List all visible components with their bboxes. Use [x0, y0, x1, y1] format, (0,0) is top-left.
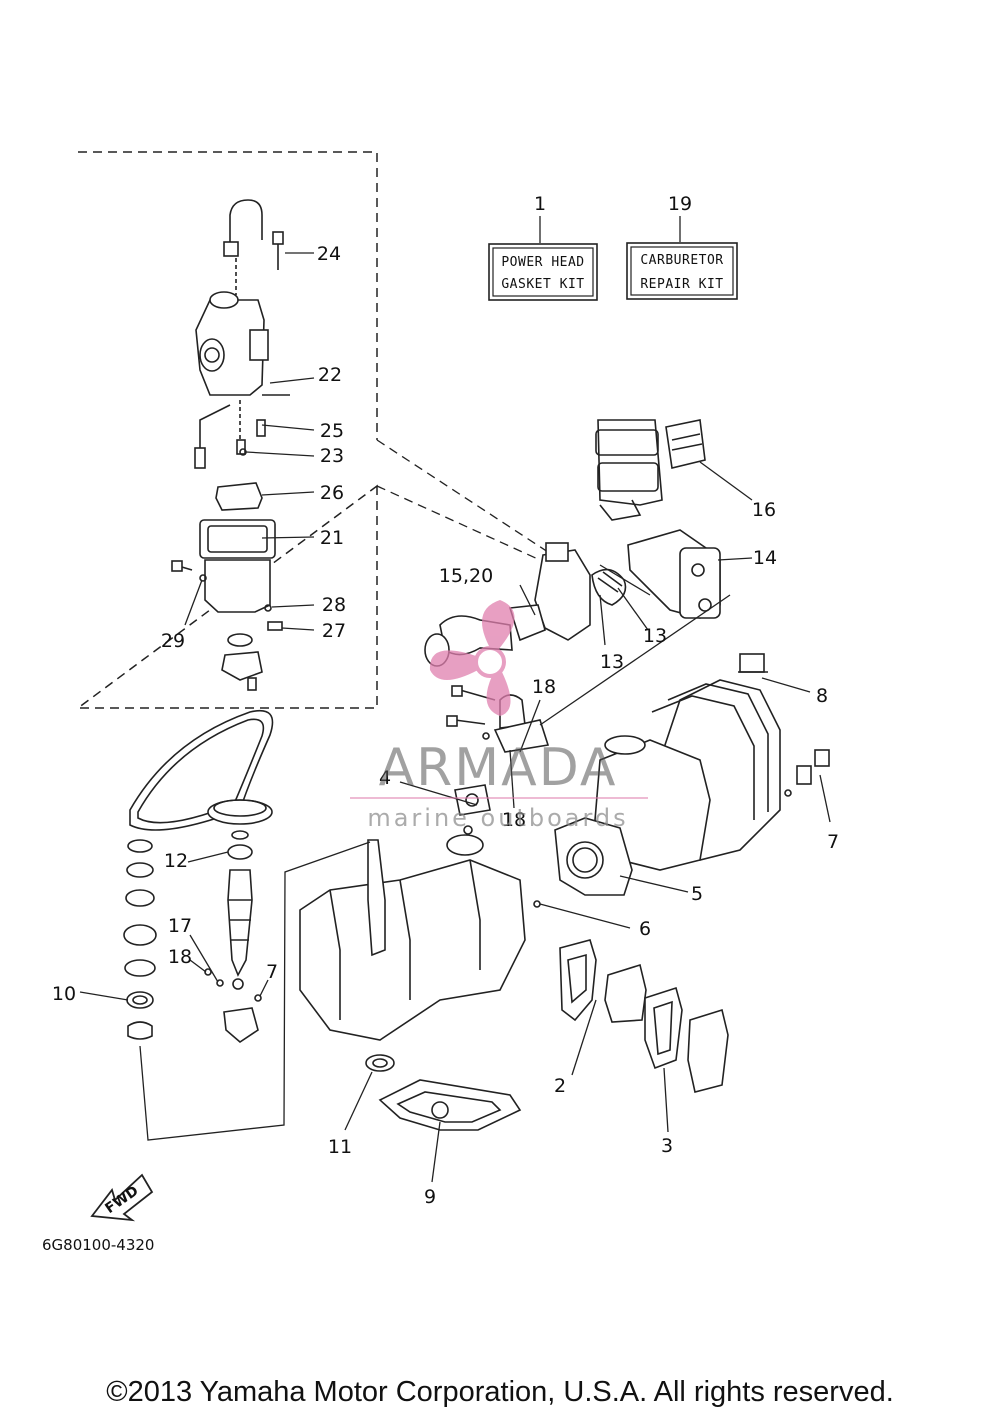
callout-24: 24 [317, 243, 341, 265]
callout-4: 4 [379, 767, 391, 789]
timing-belt-pulley [129, 710, 274, 831]
kit-box-carburetor: 19 CARBURETOR REPAIR KIT [626, 193, 738, 300]
kit-label-line1: CARBURETOR [640, 253, 723, 268]
watermark-tagline: marine outboards [367, 804, 628, 832]
callout-25: 25 [320, 420, 344, 442]
kit-label-line2: REPAIR KIT [640, 277, 723, 292]
kit-number: 19 [668, 193, 692, 215]
callout-21: 21 [320, 527, 344, 549]
callout-17: 17 [168, 915, 192, 937]
carburetor-parts [171, 199, 290, 691]
intake-reed-assembly [424, 419, 721, 667]
propeller-logo [429, 600, 515, 716]
callout-29: 29 [161, 630, 185, 652]
callout-15-20: 15,20 [439, 565, 493, 587]
callout-11: 11 [328, 1136, 352, 1158]
callout-3: 3 [661, 1135, 673, 1157]
callout-26: 26 [320, 482, 344, 504]
callout-10: 10 [52, 983, 76, 1005]
callout-16: 16 [752, 499, 776, 521]
exhaust-gaskets [559, 939, 729, 1093]
callout-6: 6 [639, 918, 651, 940]
callout-7: 7 [827, 831, 839, 853]
callout-23: 23 [320, 445, 344, 467]
callout-13: 13 [600, 651, 624, 673]
callout-28: 28 [322, 594, 346, 616]
cylinder-head-cover [554, 653, 830, 896]
diagram-id: 6G80100-4320 [42, 1236, 154, 1254]
callout-27: 27 [322, 620, 346, 642]
callout-8: 8 [816, 685, 828, 707]
kit-box-power-head: 1 POWER HEAD GASKET KIT [488, 193, 598, 301]
crankshaft-assembly [123, 830, 262, 1044]
callout-18: 18 [168, 946, 192, 968]
callout-13: 13 [643, 625, 667, 647]
copyright-notice: ©2013 Yamaha Motor Corporation, U.S.A. A… [106, 1376, 894, 1408]
kit-label-line2: GASKET KIT [501, 277, 584, 292]
callout-2: 2 [554, 1075, 566, 1097]
crankcase-block [299, 834, 541, 1072]
callout-9: 9 [424, 1186, 436, 1208]
callout-7: 7 [266, 961, 278, 983]
armada-watermark: ARMADA marine outboards [350, 600, 648, 832]
callout-22: 22 [318, 364, 342, 386]
fwd-arrow: FWD [90, 1173, 154, 1222]
callout-5: 5 [691, 883, 703, 905]
kit-number: 1 [534, 193, 546, 215]
callout-labels: 2 3 4 5 6 7 7 8 9 10 11 12 13 13 14 15,2… [52, 243, 839, 1208]
callout-14: 14 [753, 547, 777, 569]
base-gasket [378, 1079, 522, 1131]
kit-label-line1: POWER HEAD [501, 255, 584, 270]
callout-12: 12 [164, 850, 188, 872]
leader-lines [79, 252, 831, 1183]
watermark-brand: ARMADA [379, 738, 618, 798]
callout-18: 18 [502, 809, 526, 831]
callout-18: 18 [532, 676, 556, 698]
